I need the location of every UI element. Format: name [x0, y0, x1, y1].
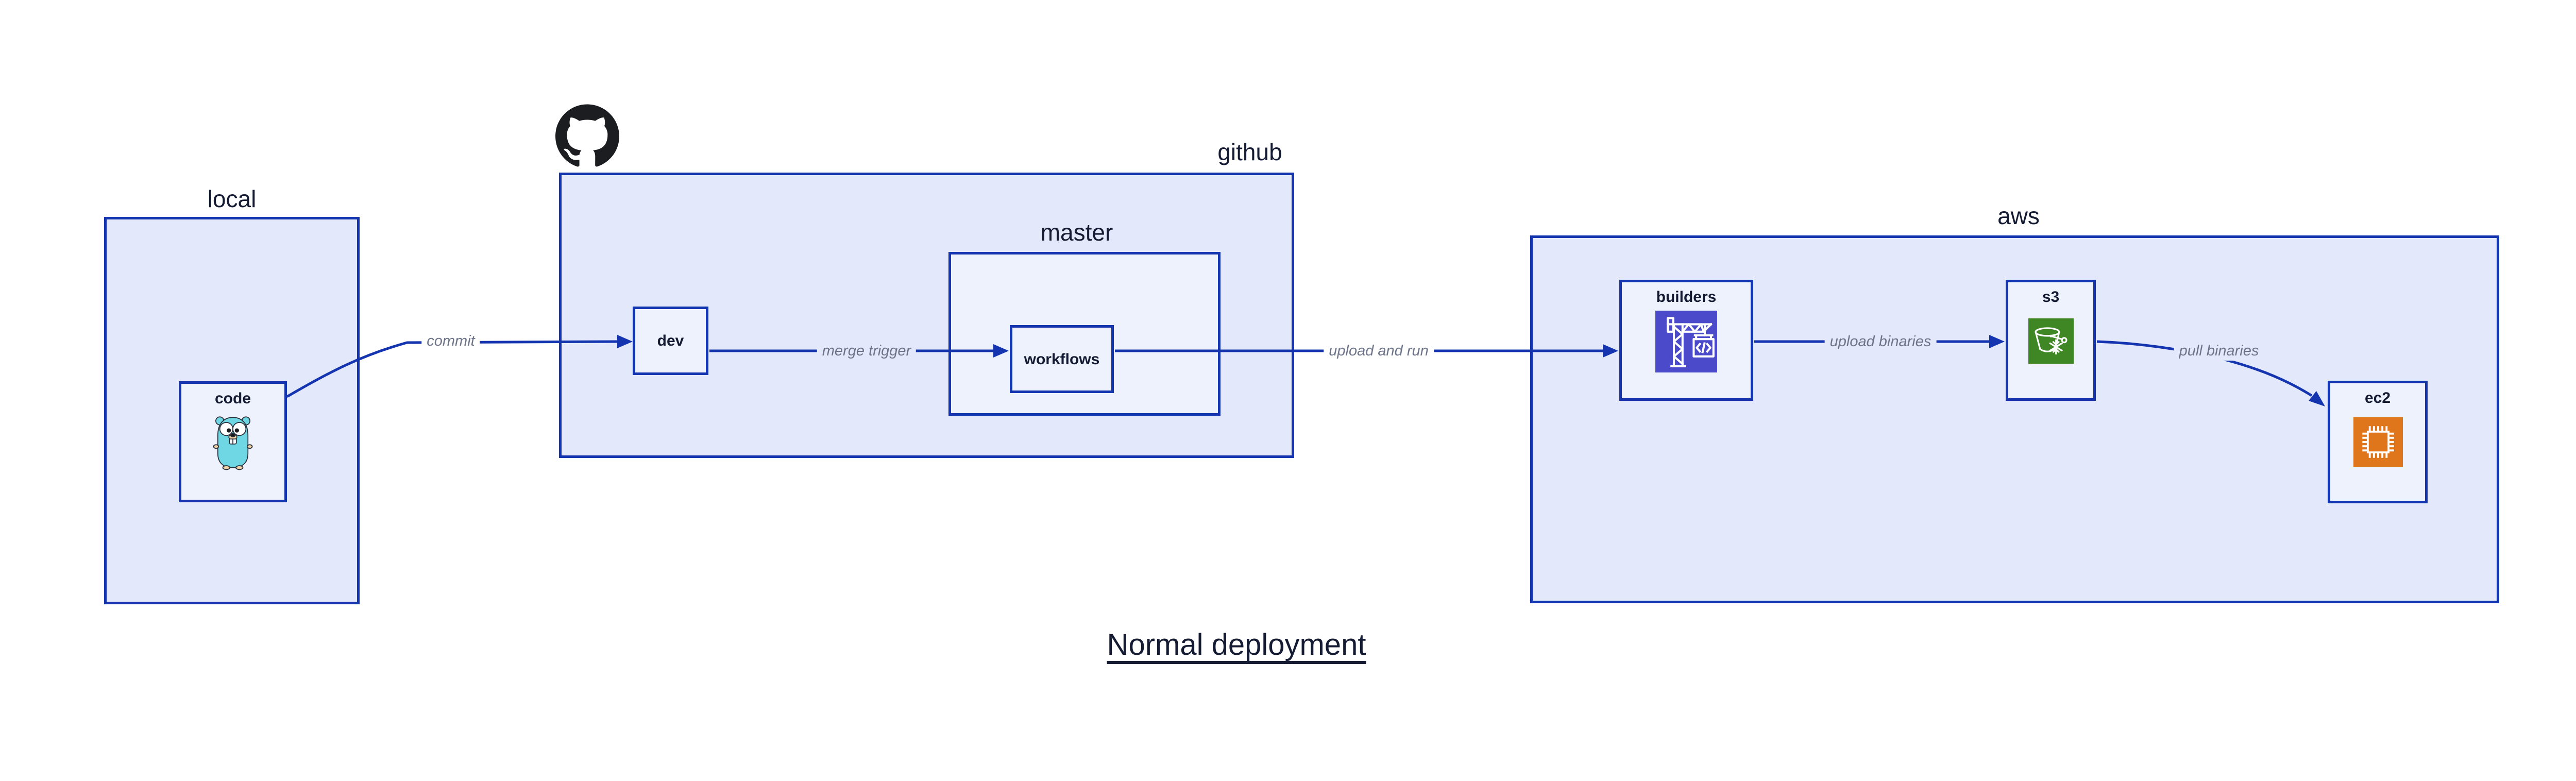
- ec2-chip-icon: [2353, 417, 2403, 467]
- diagram-title: Normal deployment: [1107, 628, 1366, 661]
- edge-label-upload-and-run: upload and run: [1324, 342, 1434, 361]
- edge-label-commit: commit: [421, 332, 480, 351]
- node-label-s3: s3: [2042, 288, 2060, 305]
- node-label-workflows: workflows: [1024, 350, 1100, 368]
- go-gopher-icon: [213, 412, 253, 471]
- node-label-code: code: [214, 390, 251, 407]
- edge-label-pull-binaries: pull binaries: [2174, 342, 2264, 361]
- s3-bucket-snowflake-icon: [2028, 318, 2074, 364]
- container-label-github: github: [1217, 139, 1282, 165]
- edge-label-merge-trigger: merge trigger: [817, 342, 917, 361]
- node-dev: dev: [633, 307, 708, 375]
- codebuild-crane-icon: [1655, 311, 1717, 372]
- node-label-builders: builders: [1656, 288, 1717, 305]
- node-workflows: workflows: [1010, 325, 1114, 393]
- container-label-aws: aws: [1997, 202, 2040, 229]
- container-label-master: master: [1040, 219, 1113, 246]
- node-label-ec2: ec2: [2364, 389, 2391, 406]
- edge-label-upload-binaries: upload binaries: [1824, 333, 1937, 351]
- github-octocat-icon: [555, 104, 619, 167]
- node-label-dev: dev: [657, 332, 684, 349]
- container-label-local: local: [207, 185, 257, 212]
